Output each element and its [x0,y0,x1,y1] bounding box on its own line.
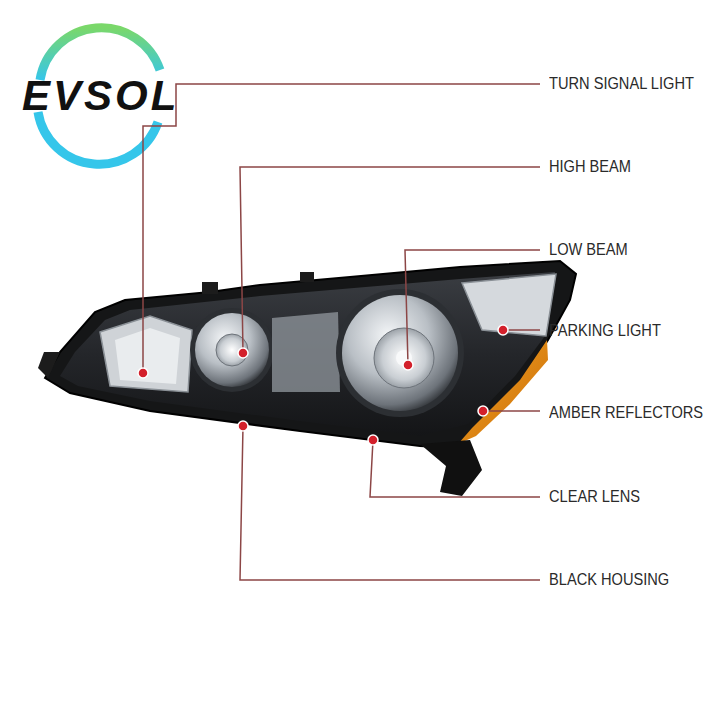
part-name: BLACK HOUSING [549,570,669,590]
low-beam-reflector [342,295,458,411]
low-beam-projector [374,328,434,388]
leader-line [240,167,540,353]
mount-tab [38,352,60,378]
chrome-trim [272,312,340,392]
part-name: PARKING LIGHT [549,321,661,341]
black-housing [45,261,576,448]
leader-line [143,84,540,373]
turn-signal-reflector [100,316,192,392]
leader-line [370,440,540,497]
part-name: TURN SIGNAL LIGHT [549,74,694,94]
clear-lens [60,272,555,436]
leader-line [405,250,540,365]
logo-ring [38,112,158,164]
parking-light [462,274,556,336]
part-name: LOW BEAM [549,240,628,260]
amber-reflector [458,340,548,444]
leader-line [240,426,540,580]
callout-dot [238,421,248,431]
part-name: HIGH BEAM [549,157,631,177]
callout-dot [498,325,508,335]
low-beam-bezel [336,289,464,417]
mount-tab [300,272,314,282]
callout-dot [238,348,248,358]
callout-dots [138,325,508,445]
high-beam-reflector [195,313,269,387]
mount-bracket [420,440,482,496]
turn-signal-reflector [115,328,180,384]
leader-lines [143,84,540,580]
leader-line [483,410,540,412]
callout-dot [368,435,378,445]
callout-dot [403,360,413,370]
part-name: CLEAR LENS [549,487,640,507]
high-beam-bezel [190,308,274,392]
mount-tab [202,282,218,294]
callout-dot [478,406,488,416]
part-name: AMBER REFLECTORS [549,403,703,423]
brand-watermark: EVSOL [22,72,179,120]
callout-dot [138,368,148,378]
